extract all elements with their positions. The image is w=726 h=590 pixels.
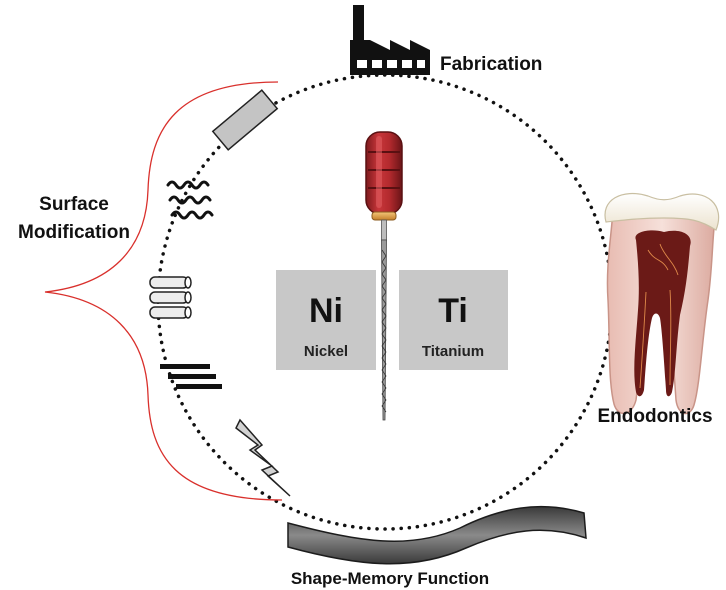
nanotube-cylinders-icon (149, 276, 192, 319)
endodontic-file-icon (365, 131, 403, 421)
element-symbol: Ti (438, 292, 468, 330)
surface-label-line1: Surface (39, 194, 109, 215)
surface-label-line2: Modification (18, 222, 130, 243)
surface-bracket (44, 81, 283, 501)
factory-icon (350, 5, 430, 75)
rectangle-strip-icon (211, 89, 279, 151)
element-name: Nickel (304, 343, 348, 360)
squiggle-lines-icon (166, 180, 214, 220)
element-box-nickel: Ni Nickel (276, 270, 376, 370)
element-box-titanium: Ti Titanium (399, 270, 508, 370)
element-symbol: Ni (309, 292, 343, 330)
shape-memory-label: Shape-Memory Function (291, 569, 489, 588)
endodontics-label: Endodontics (597, 406, 712, 427)
element-name: Titanium (422, 343, 484, 360)
tooth-icon (604, 192, 720, 415)
wave-strip-icon (287, 505, 587, 565)
lightning-crack-icon (235, 418, 291, 497)
layer-lines-icon (160, 364, 222, 389)
fabrication-label: Fabrication (440, 54, 542, 75)
